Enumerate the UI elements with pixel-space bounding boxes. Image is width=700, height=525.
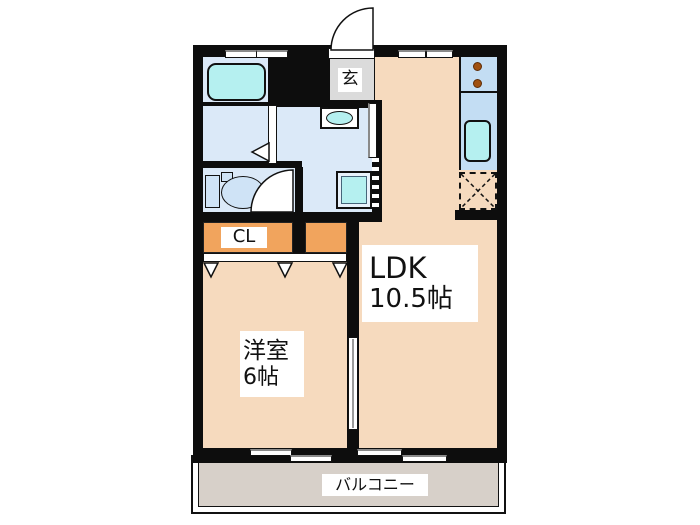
closet-second xyxy=(305,222,347,253)
ldk-size-text: 10.5帖 xyxy=(369,284,453,315)
stove-burner-icon xyxy=(473,62,482,71)
bedroom-window xyxy=(250,449,292,456)
wall-washroom-bottom xyxy=(193,161,302,168)
washbasin-bowl xyxy=(326,111,353,125)
entry-door-leaf xyxy=(328,48,375,59)
wall-closet-divider xyxy=(293,222,305,253)
closet-label-text: CL xyxy=(232,226,256,248)
bedroom-name-text: 洋室 xyxy=(243,338,289,365)
bath-window xyxy=(256,50,288,58)
ldk-top-window xyxy=(398,50,426,58)
bedroom-label: 洋室 6帖 xyxy=(240,331,304,397)
entry-door-swing-icon xyxy=(330,7,374,51)
ldk-top-window xyxy=(426,50,453,58)
wall-toilet-right xyxy=(295,167,303,214)
wall-bath-bottom xyxy=(203,102,268,106)
bedroom-window xyxy=(290,455,332,462)
washroom-sliding-door xyxy=(368,103,377,158)
ldk-bottom-window xyxy=(357,449,402,456)
wall-right xyxy=(497,45,507,463)
wall-sanitary-bottom xyxy=(193,212,382,222)
bathtub xyxy=(207,63,266,101)
washing-machine-pan-inner xyxy=(341,176,367,204)
ldk-bottom-window xyxy=(402,455,447,462)
kitchen-sink xyxy=(464,120,491,162)
wall-void-block xyxy=(268,55,330,107)
closet-label: CL xyxy=(221,226,267,248)
closet-folding-door-track xyxy=(203,253,347,262)
bedroom-size-text: 6帖 xyxy=(243,364,279,390)
toilet-tank xyxy=(205,175,220,208)
bathroom-folding-door xyxy=(268,105,277,164)
ldk-label: LDK 10.5帖 xyxy=(362,245,478,322)
sliding-door-center-line xyxy=(352,339,354,428)
genkan-label: 玄 xyxy=(338,68,362,92)
ldk-name-text: LDK xyxy=(369,250,427,285)
stove-burner-icon xyxy=(473,79,482,88)
bath-window xyxy=(225,50,257,58)
genkan-label-text: 玄 xyxy=(341,69,359,90)
balcony-label-text: バルコニー xyxy=(335,474,415,494)
wall-bottom xyxy=(193,448,507,463)
wall-fridge-stub xyxy=(455,210,497,220)
wall-left xyxy=(193,45,203,463)
refrigerator-space xyxy=(459,172,497,210)
balcony-label: バルコニー xyxy=(322,474,428,496)
toilet-bowl xyxy=(221,176,265,209)
laundry-wall-vent xyxy=(372,158,379,210)
wall-under-genkan xyxy=(328,100,382,108)
